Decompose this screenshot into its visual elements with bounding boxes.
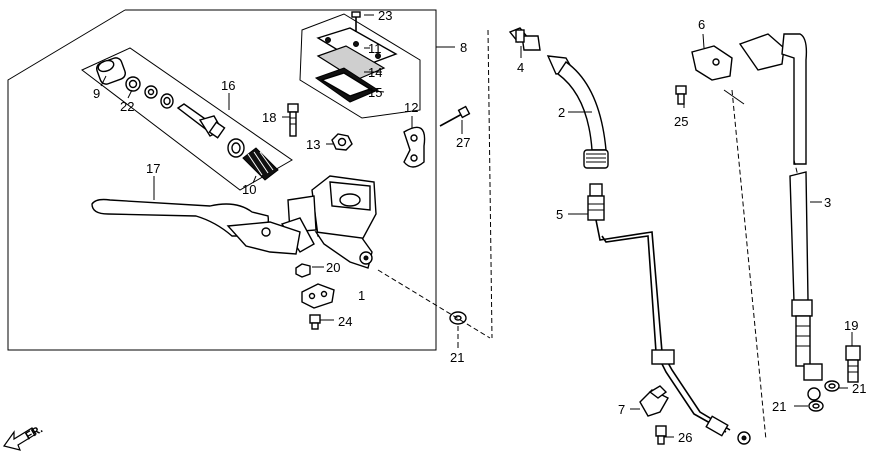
brake-pipe xyxy=(595,219,751,445)
callout-21-b: 21 xyxy=(852,381,866,396)
callout-labels: 1 2 3 4 5 6 7 8 9 10 11 12 13 14 15 16 1… xyxy=(93,8,866,445)
callout-21-a: 21 xyxy=(450,350,464,365)
leader-lines xyxy=(100,14,853,438)
part-7-clamp xyxy=(639,385,669,417)
guide-lines xyxy=(377,29,493,342)
callout-15: 15 xyxy=(368,85,382,100)
callout-9: 9 xyxy=(93,86,100,101)
callout-23: 23 xyxy=(378,8,392,23)
part-26-bolt xyxy=(655,425,667,445)
callout-11: 11 xyxy=(368,41,382,56)
piston-kit-bracket xyxy=(81,47,293,191)
callout-16: 16 xyxy=(221,78,235,93)
guide-lines-right xyxy=(723,89,767,441)
callout-13: 13 xyxy=(306,137,320,152)
part-10-spring xyxy=(242,147,279,181)
master-cylinder-body xyxy=(280,175,377,269)
part-17-lever xyxy=(91,198,301,255)
part-23-screw xyxy=(351,11,361,32)
callout-7: 7 xyxy=(618,402,625,417)
callout-20: 20 xyxy=(326,260,340,275)
callout-25: 25 xyxy=(674,114,688,129)
callout-19: 19 xyxy=(844,318,858,333)
part-12-holder xyxy=(403,126,426,168)
part-21-washer-b xyxy=(824,380,840,392)
callout-24: 24 xyxy=(338,314,352,329)
callout-5: 5 xyxy=(556,207,563,222)
part-13-nut xyxy=(331,133,353,151)
callout-27: 27 xyxy=(456,135,470,150)
callout-8: 8 xyxy=(460,40,467,55)
part-1-clamp xyxy=(301,283,335,309)
piston-cup xyxy=(227,138,245,158)
part-24-screw xyxy=(309,314,321,330)
part-21-washer-c xyxy=(808,400,824,412)
front-arrow: FR. xyxy=(2,423,45,451)
callout-22: 22 xyxy=(120,99,134,114)
part-2-upper-hose xyxy=(508,27,609,169)
callout-18: 18 xyxy=(262,110,276,125)
part-18-bolt xyxy=(287,103,299,137)
piston-washers xyxy=(144,85,174,109)
piston-rod xyxy=(176,103,226,139)
master-cylinder-frame xyxy=(7,9,455,351)
callout-12: 12 xyxy=(404,100,418,115)
callout-2: 2 xyxy=(558,105,565,120)
part-27-bolt xyxy=(439,105,471,127)
callout-14: 14 xyxy=(368,65,382,80)
callout-21-c: 21 xyxy=(772,399,786,414)
callout-4: 4 xyxy=(517,60,524,75)
part-5-fitting xyxy=(587,183,605,221)
callout-17: 17 xyxy=(146,161,160,176)
reservoir-cap-group xyxy=(299,13,421,119)
callout-6: 6 xyxy=(698,17,705,32)
callout-3: 3 xyxy=(824,195,831,210)
part-20-screw xyxy=(295,263,311,278)
callout-26: 26 xyxy=(678,430,692,445)
part-9-boot xyxy=(96,57,126,85)
part-6-bracket xyxy=(691,45,733,81)
part-3-lower-hose xyxy=(738,33,823,401)
part-19-bolt xyxy=(845,345,861,383)
part-25-bolt xyxy=(675,85,687,105)
callout-1: 1 xyxy=(358,288,365,303)
part-4-bolt xyxy=(515,29,525,43)
front-label: FR. xyxy=(24,423,45,442)
part-22-circlip xyxy=(125,76,141,92)
callout-10: 10 xyxy=(242,182,256,197)
